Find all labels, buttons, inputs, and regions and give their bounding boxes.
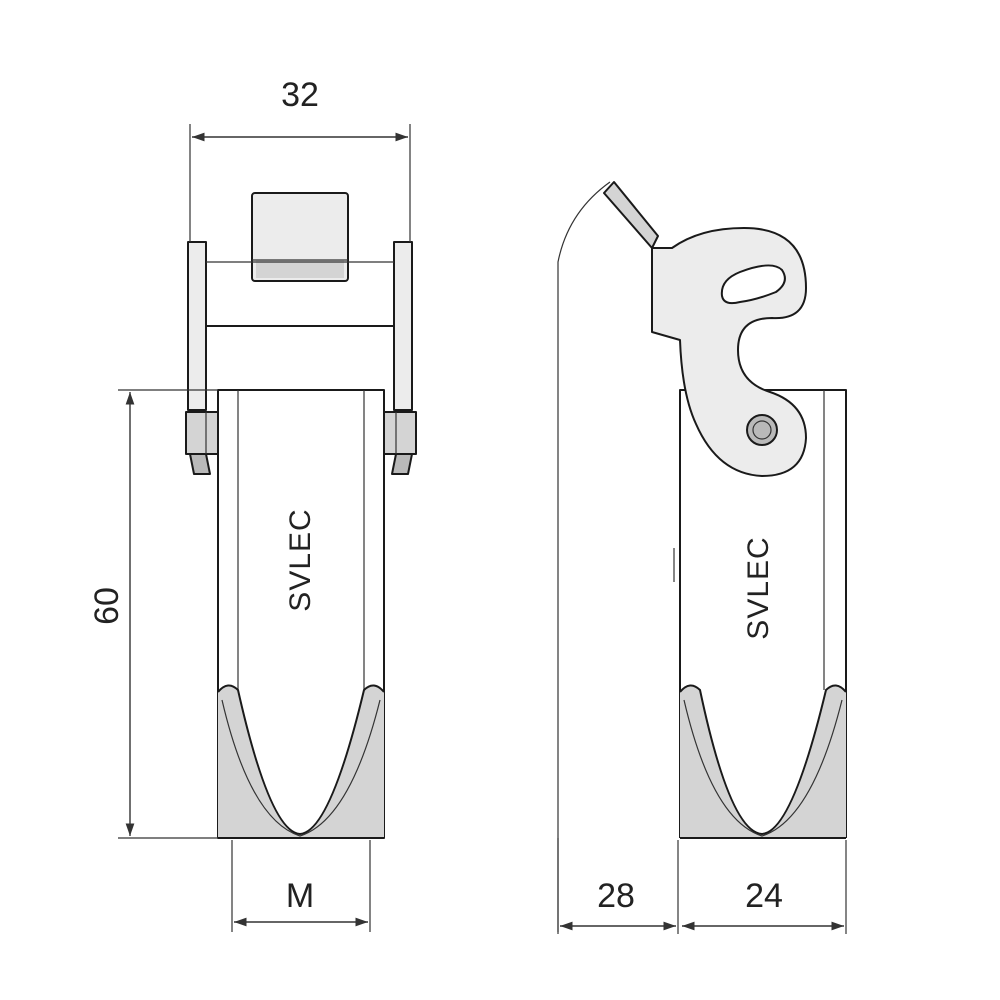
front-brand-label: SVLEC [284, 508, 317, 611]
dim-width-text: 32 [281, 76, 319, 114]
side-lever-pivot-hole [747, 415, 777, 445]
side-latch-lever [603, 181, 807, 477]
dim-width-32: 32 [189, 76, 411, 242]
side-view: SVLEC 28 24 [557, 181, 847, 934]
front-pivots [185, 411, 417, 475]
front-housing [217, 389, 385, 839]
dim-height-text: 60 [88, 587, 126, 625]
dim-latch-depth-28: 28 [557, 838, 679, 934]
front-latch-block [251, 192, 349, 282]
dim-body-depth-24: 24 [682, 840, 847, 934]
front-latch-arms [187, 241, 413, 411]
dim-thread-text: M [286, 877, 314, 915]
dim-thread-m: M [231, 840, 371, 932]
dim-latch-depth-text: 28 [597, 877, 635, 915]
dim-body-depth-text: 24 [745, 877, 783, 915]
side-brand-label: SVLEC [742, 536, 775, 639]
dim-height-60: 60 [88, 389, 218, 839]
side-latch-swing-arc [557, 181, 611, 932]
front-view: SVLEC 32 60 M [88, 76, 417, 932]
